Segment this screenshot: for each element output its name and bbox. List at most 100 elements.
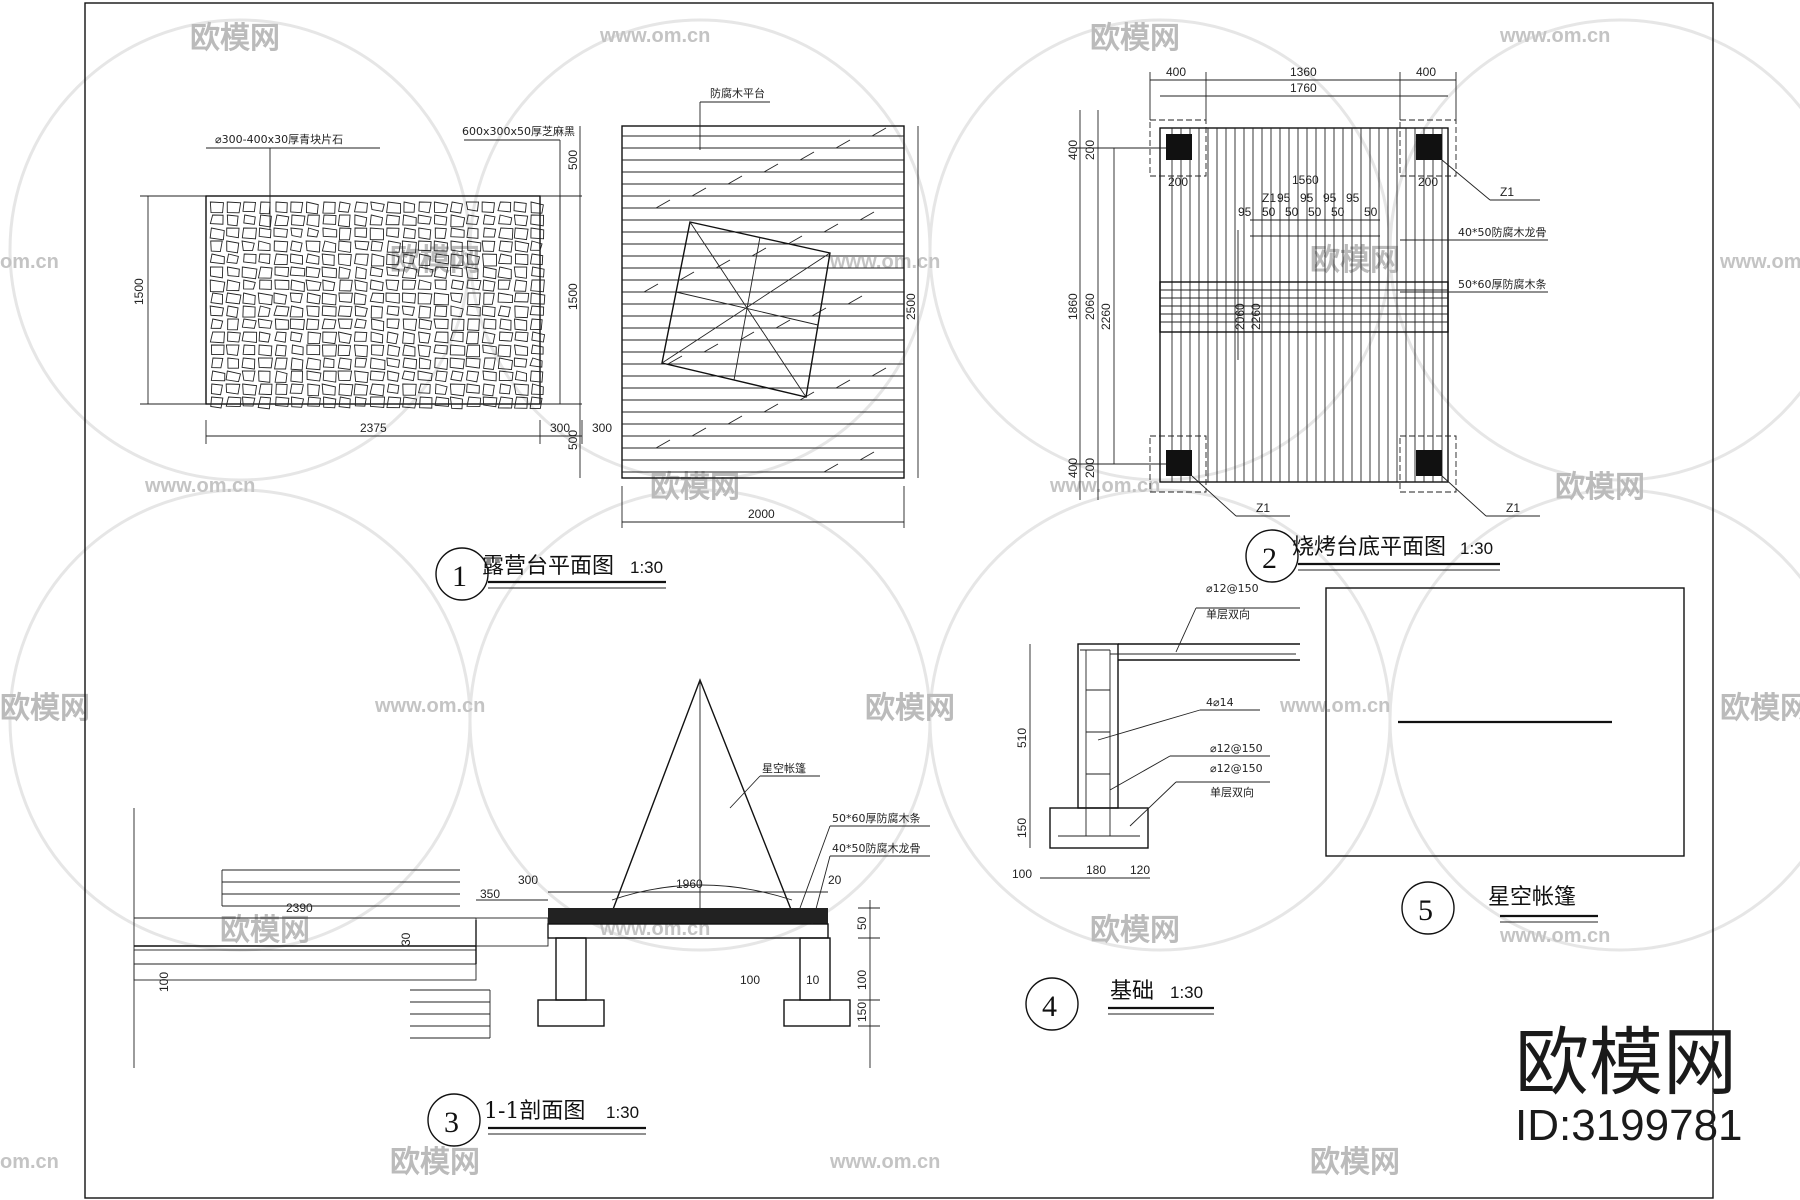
svg-text:Z1: Z1 xyxy=(1506,501,1520,515)
svg-text:500: 500 xyxy=(566,430,580,450)
svg-text:3: 3 xyxy=(444,1106,459,1139)
svg-text:10: 10 xyxy=(806,973,820,987)
svg-text:300: 300 xyxy=(518,873,538,887)
watermark-logo: 欧模网 xyxy=(1720,691,1800,726)
svg-text:2375: 2375 xyxy=(360,421,387,435)
watermark-url: om.cn xyxy=(0,251,59,273)
sheet-border xyxy=(84,2,1714,1199)
label-joist: 40*50防腐木龙骨 xyxy=(832,841,921,855)
watermark-logo: 欧模网 xyxy=(1555,470,1645,505)
watermark-texts: 欧模网 www.om.cn 欧模网 www.om.cn om.cn 欧模网 ww… xyxy=(0,21,1800,1180)
svg-text:1:30: 1:30 xyxy=(1170,983,1203,1002)
svg-text:400: 400 xyxy=(1066,140,1080,160)
svg-text:1960: 1960 xyxy=(676,877,703,891)
watermark-logo: 欧模网 xyxy=(390,1145,480,1180)
post-z1 xyxy=(1416,134,1442,160)
svg-text:50: 50 xyxy=(855,916,869,930)
svg-text:200: 200 xyxy=(1418,175,1438,189)
brand-name: 欧模网 xyxy=(1515,1020,1737,1106)
watermark-url: www.om.cn xyxy=(374,695,485,717)
post-z1 xyxy=(1166,450,1192,476)
svg-text:2260: 2260 xyxy=(1099,303,1113,330)
svg-text:300: 300 xyxy=(550,421,570,435)
svg-text:400: 400 xyxy=(1166,65,1186,79)
svg-text:2060: 2060 xyxy=(1083,293,1097,320)
svg-text:1360: 1360 xyxy=(1290,65,1317,79)
svg-text:200: 200 xyxy=(1083,140,1097,160)
wood-deck xyxy=(621,125,905,479)
svg-text:100: 100 xyxy=(157,972,171,992)
post-z1 xyxy=(1416,450,1442,476)
svg-text:1500: 1500 xyxy=(566,283,580,310)
watermark-logo: 欧模网 xyxy=(1310,243,1400,278)
watermark-logo: 欧模网 xyxy=(650,470,740,505)
watermark-logo: 欧模网 xyxy=(865,691,955,726)
svg-text:2260: 2260 xyxy=(1249,303,1263,330)
watermark-url: www.om.cn xyxy=(599,25,710,47)
watermark-logo: 欧模网 xyxy=(1310,1145,1400,1180)
drawing-scale: 1:30 xyxy=(630,558,663,577)
svg-text:1500: 1500 xyxy=(132,278,146,305)
label-board: 50*60厚防腐木条 xyxy=(1458,277,1547,291)
svg-text:50: 50 xyxy=(1285,205,1299,219)
svg-text:95: 95 xyxy=(1346,191,1360,205)
svg-text:150: 150 xyxy=(1015,818,1029,838)
brand-block: 欧模网 ID:3199781 xyxy=(1515,1020,1743,1150)
drawing-3-section: 50 100 150 1960 20 350 300 2390 100 30 1… xyxy=(133,678,930,1147)
label-deck: 防腐木平台 xyxy=(710,86,765,100)
svg-text:4⌀14: 4⌀14 xyxy=(1206,696,1234,709)
pier-right xyxy=(799,937,831,1001)
pier-left xyxy=(555,937,587,1001)
stone-pattern xyxy=(209,201,546,410)
stone-paving-area xyxy=(205,195,541,405)
drawing-2-bbq-base-plan: 400 1360 400 1760 200 200 1560 Z1 95 95 … xyxy=(1066,65,1548,583)
foundation-footing xyxy=(1049,807,1149,849)
brand-id: ID:3199781 xyxy=(1515,1101,1743,1150)
label-stone: ⌀300-400x30厚青块片石 xyxy=(215,133,343,146)
watermark-logo: 欧模网 xyxy=(1090,21,1180,56)
svg-text:1-1剖面图: 1-1剖面图 xyxy=(484,1099,585,1124)
svg-text:300: 300 xyxy=(592,421,612,435)
watermark-arcs xyxy=(8,18,1800,952)
svg-text:500: 500 xyxy=(566,150,580,170)
label-tent: 星空帐篷 xyxy=(762,761,806,775)
watermark-url: www.om.cn xyxy=(1719,251,1800,273)
svg-text:1:30: 1:30 xyxy=(606,1103,639,1122)
svg-text:20: 20 xyxy=(828,873,842,887)
svg-text:180: 180 xyxy=(1086,863,1106,877)
svg-text:400: 400 xyxy=(1416,65,1436,79)
svg-text:5: 5 xyxy=(1418,894,1433,927)
watermark-url: www.om.cn xyxy=(1049,475,1160,497)
svg-text:50: 50 xyxy=(1308,205,1322,219)
svg-text:2000: 2000 xyxy=(748,507,775,521)
drawing-number: 1 xyxy=(452,560,467,593)
svg-text:50: 50 xyxy=(1331,205,1345,219)
svg-text:100: 100 xyxy=(1012,867,1032,881)
tent-footprint xyxy=(661,221,831,398)
svg-text:200: 200 xyxy=(1083,458,1097,478)
drawing-5-starry-tent: 5 星空帐篷 xyxy=(1325,587,1685,935)
svg-text:1:30: 1:30 xyxy=(1460,539,1493,558)
svg-text:95: 95 xyxy=(1323,191,1337,205)
drawing-title: 露营台平面图 xyxy=(482,554,614,579)
drawing-4-foundation: ⌀12@150 单层双向 4⌀14 ⌀12@150 ⌀12@150 单层双向 5… xyxy=(1012,582,1300,1031)
svg-text:Z1: Z1 xyxy=(1500,185,1514,199)
svg-text:⌀12@150: ⌀12@150 xyxy=(1206,582,1259,595)
deck-board xyxy=(548,908,828,924)
watermark-url: www.om.cn xyxy=(829,251,940,273)
watermark-logo: 欧模网 xyxy=(1090,913,1180,948)
watermark-url: www.om.cn xyxy=(1499,925,1610,947)
svg-text:50: 50 xyxy=(1262,205,1276,219)
svg-text:200: 200 xyxy=(1168,175,1188,189)
svg-text:Z1: Z1 xyxy=(1262,191,1276,205)
svg-text:2060: 2060 xyxy=(1233,303,1247,330)
deck-planks xyxy=(622,127,904,473)
svg-text:⌀12@150: ⌀12@150 xyxy=(1210,762,1263,775)
svg-text:基础: 基础 xyxy=(1110,979,1154,1004)
svg-text:150: 150 xyxy=(855,1002,869,1022)
svg-text:95: 95 xyxy=(1238,205,1252,219)
svg-text:30: 30 xyxy=(399,932,413,946)
foundation-wall xyxy=(1077,643,1119,809)
watermark-logo: 欧模网 xyxy=(220,913,310,948)
